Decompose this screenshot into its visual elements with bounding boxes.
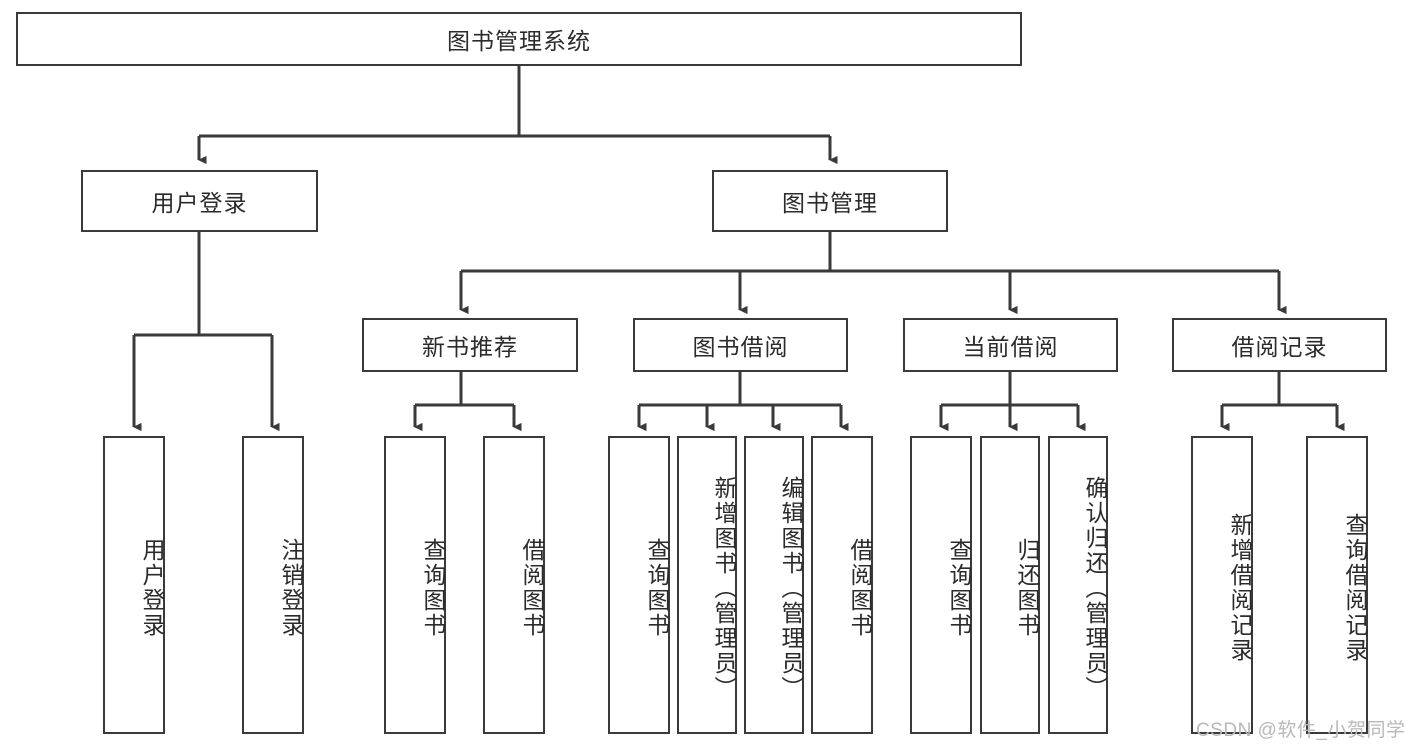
leaf-record-add[interactable]: 新增借阅记录 xyxy=(1191,436,1253,734)
leaf-new-book-query[interactable]: 查询图书 xyxy=(384,436,446,734)
node-label: 用户登录 xyxy=(139,538,165,638)
node-new-book-recommend[interactable]: 新书推荐 xyxy=(362,318,578,372)
node-label: 图书管理 xyxy=(782,190,878,216)
leaf-user-login-signout[interactable]: 注销登录 xyxy=(242,436,304,734)
node-label: 查询图书 xyxy=(420,538,446,638)
node-label: 确认归还（管理员） xyxy=(1082,475,1108,701)
node-label: 新书推荐 xyxy=(422,334,518,360)
leaf-current-confirm-return[interactable]: 确认归还（管理员） xyxy=(1048,436,1108,734)
node-label: 归还图书 xyxy=(1014,538,1040,638)
node-label: 注销登录 xyxy=(278,538,304,638)
leaf-borrow-add-book[interactable]: 新增图书（管理员） xyxy=(677,436,737,734)
leaf-new-book-borrow[interactable]: 借阅图书 xyxy=(483,436,545,734)
node-label: 图书借阅 xyxy=(692,334,789,360)
csdn-watermark: CSDN @软件_小贺同学 xyxy=(1196,720,1405,741)
leaf-record-query[interactable]: 查询借阅记录 xyxy=(1306,436,1368,734)
node-book-borrow[interactable]: 图书借阅 xyxy=(633,318,848,372)
leaf-user-login-signin[interactable]: 用户登录 xyxy=(103,436,165,734)
node-user-login[interactable]: 用户登录 xyxy=(81,170,318,232)
node-borrow-record[interactable]: 借阅记录 xyxy=(1172,318,1387,372)
node-label: 当前借阅 xyxy=(962,334,1059,360)
node-label: 借阅图书 xyxy=(847,538,873,638)
node-label: 查询借阅记录 xyxy=(1342,513,1368,663)
node-label: 新增借阅记录 xyxy=(1227,513,1253,663)
node-label: 借阅图书 xyxy=(519,538,545,638)
node-label: 借阅记录 xyxy=(1231,334,1328,360)
node-label: 查询图书 xyxy=(946,538,972,638)
node-label: 新增图书（管理员） xyxy=(711,475,737,701)
node-current-borrow[interactable]: 当前借阅 xyxy=(903,318,1118,372)
node-label: 图书管理系统 xyxy=(447,28,591,54)
node-label: 查询图书 xyxy=(644,538,670,638)
node-book-management[interactable]: 图书管理 xyxy=(712,170,948,232)
node-label: 用户登录 xyxy=(151,190,248,216)
leaf-borrow-borrow-book[interactable]: 借阅图书 xyxy=(811,436,873,734)
node-root-system[interactable]: 图书管理系统 xyxy=(16,12,1022,66)
leaf-current-return-book[interactable]: 归还图书 xyxy=(980,436,1040,734)
leaf-borrow-edit-book[interactable]: 编辑图书（管理员） xyxy=(744,436,804,734)
node-label: 编辑图书（管理员） xyxy=(778,475,804,701)
leaf-current-query-book[interactable]: 查询图书 xyxy=(910,436,972,734)
leaf-borrow-query-book[interactable]: 查询图书 xyxy=(608,436,670,734)
